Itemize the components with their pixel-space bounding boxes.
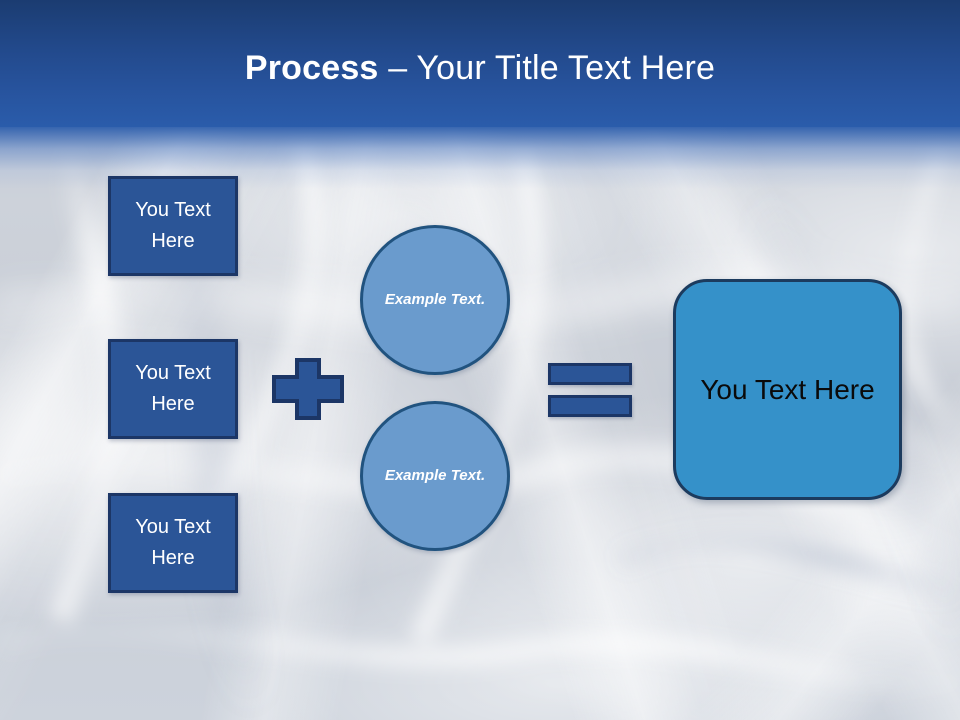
slide-header-band: [0, 0, 960, 127]
slide-title-bold: Process: [244, 49, 379, 87]
slide-title-rest: Your Title Text Here: [416, 49, 716, 87]
example-circle-2-label: Example Text.: [384, 467, 486, 485]
example-circle-1[interactable]: Example Text.: [360, 225, 510, 375]
equals-bar-top: [548, 363, 632, 385]
input-box-3[interactable]: You Text Here: [108, 493, 238, 593]
input-box-1-label: You Text Here: [135, 199, 211, 252]
input-box-2[interactable]: You Text Here: [108, 339, 238, 439]
input-box-1[interactable]: You Text Here: [108, 176, 238, 276]
example-circle-2[interactable]: Example Text.: [360, 401, 510, 551]
equals-icon: [548, 363, 632, 417]
input-box-2-label: You Text Here: [135, 362, 211, 415]
plus-icon: [272, 358, 344, 420]
example-circle-1-label: Example Text.: [384, 291, 486, 309]
input-box-3-label: You Text Here: [135, 516, 211, 569]
slide-title-separator: –: [378, 49, 417, 87]
result-box[interactable]: You Text Here: [673, 279, 902, 500]
result-box-label: You Text Here: [700, 373, 875, 405]
equals-bar-bottom: [548, 395, 632, 417]
slide-title: Process – Your Title Text Here: [0, 49, 960, 87]
